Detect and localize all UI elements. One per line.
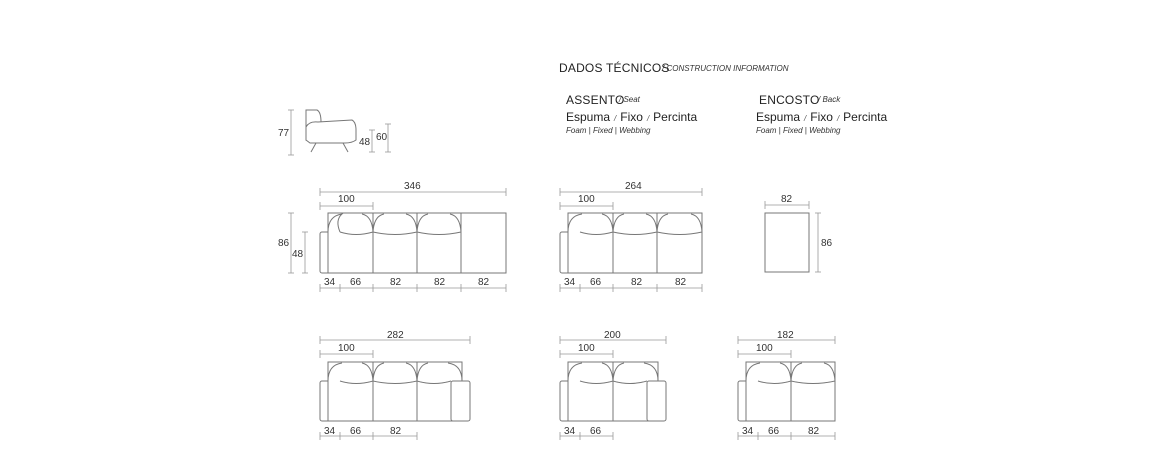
module1-seat-1 — [327, 212, 374, 274]
back-material-en-foam: Foam — [756, 126, 777, 135]
module5-arm-right — [646, 380, 667, 422]
back-material-en-webbing: Webbing — [809, 126, 841, 135]
module1-seat-4 — [460, 212, 507, 274]
module2-arm-label: 100 — [578, 194, 595, 205]
module1-seat-depth-label: 48 — [292, 249, 304, 260]
seat-subtitle: / Seat — [619, 95, 640, 104]
module1-seat-3 — [416, 212, 462, 274]
module6-arm-label: 100 — [756, 343, 773, 354]
seat-material-webbing: Percinta — [653, 110, 698, 124]
module1-seg-1: 34 — [324, 277, 336, 288]
seat-material-en-webbing: Webbing — [619, 126, 651, 135]
module6-seg-2: 66 — [768, 426, 780, 437]
module2-total-label: 264 — [625, 181, 642, 192]
module-264: 264 100 34 66 82 82 — [559, 181, 703, 292]
seat-materials: Espuma/Fixo/Percinta — [566, 110, 698, 124]
module4-arm-label: 100 — [338, 343, 355, 354]
module6-total-label: 182 — [777, 330, 794, 341]
module5-seg-1: 34 — [564, 426, 576, 437]
module1-arm-label: 100 — [338, 194, 355, 205]
back-material-en-fixed: Fixed — [782, 126, 803, 135]
module2-seg-2: 66 — [590, 277, 602, 288]
seat-materials-en: Foam | Fixed | Webbing — [566, 126, 651, 135]
back-material-fixed: Fixo — [810, 110, 833, 124]
module2-seg-4: 82 — [675, 277, 687, 288]
module-346: 346 100 86 48 34 66 82 82 82 — [278, 181, 507, 292]
seat-material-foam: Espuma — [566, 110, 611, 124]
module-single: 82 86 — [764, 194, 833, 273]
module-182: 182 100 34 66 82 — [737, 330, 836, 440]
back-title: ENCOSTO — [759, 93, 820, 107]
back-materials-en: Foam | Fixed | Webbing — [756, 126, 841, 135]
side-height-label: 77 — [278, 128, 290, 139]
module1-seg-3: 82 — [390, 277, 402, 288]
back-material-webbing: Percinta — [843, 110, 888, 124]
module6-seat-2 — [790, 361, 836, 422]
seat-material-en-fixed: Fixed — [592, 126, 613, 135]
side-seat — [305, 119, 357, 144]
back-materials: Espuma/Fixo/Percinta — [756, 110, 888, 124]
module3-width-label: 82 — [781, 194, 793, 205]
module4-seat-2 — [372, 361, 418, 422]
page-subtitle: / CONSTRUCTION INFORMATION — [662, 64, 789, 73]
module4-arm-right — [450, 380, 471, 422]
seat-material-fixed: Fixo — [620, 110, 643, 124]
module2-seat-2 — [612, 212, 658, 274]
side-view: 77 48 60 — [278, 109, 391, 156]
module-200: 200 100 34 66 — [559, 330, 667, 440]
module1-seg-5: 82 — [478, 277, 490, 288]
module4-seg-2: 66 — [350, 426, 362, 437]
module1-seg-2: 66 — [350, 277, 362, 288]
module3-depth-label: 86 — [821, 238, 833, 249]
module4-total-label: 282 — [387, 330, 404, 341]
module2-seat-3 — [656, 212, 703, 274]
module1-depth-label: 86 — [278, 238, 290, 249]
module2-seg-3: 82 — [631, 277, 643, 288]
module1-seat-2 — [372, 212, 418, 274]
module4-seg-1: 34 — [324, 426, 336, 437]
module3-seat — [764, 212, 810, 273]
module5-seat-1 — [567, 361, 614, 422]
module5-arm-label: 100 — [578, 343, 595, 354]
module6-seat-1 — [745, 361, 792, 422]
side-seat-height-label: 48 — [359, 137, 371, 148]
module5-seg-2: 66 — [590, 426, 602, 437]
back-material-foam: Espuma — [756, 110, 801, 124]
module2-seat-1 — [567, 212, 614, 274]
module4-seg-3: 82 — [390, 426, 402, 437]
side-arm-height-label: 60 — [376, 132, 388, 143]
module1-total-label: 346 — [404, 181, 421, 192]
seat-title: ASSENTO — [566, 93, 625, 107]
module6-seg-1: 34 — [742, 426, 754, 437]
module2-seg-1: 34 — [564, 277, 576, 288]
page-title: DADOS TÉCNICOS — [559, 61, 670, 75]
seat-material-en-foam: Foam — [566, 126, 587, 135]
module1-seg-4: 82 — [434, 277, 446, 288]
module-282: 282 100 34 66 82 — [319, 330, 471, 440]
back-subtitle: / Back — [818, 95, 841, 104]
module5-total-label: 200 — [604, 330, 621, 341]
module6-seg-3: 82 — [808, 426, 820, 437]
module4-seat-1 — [327, 361, 374, 422]
